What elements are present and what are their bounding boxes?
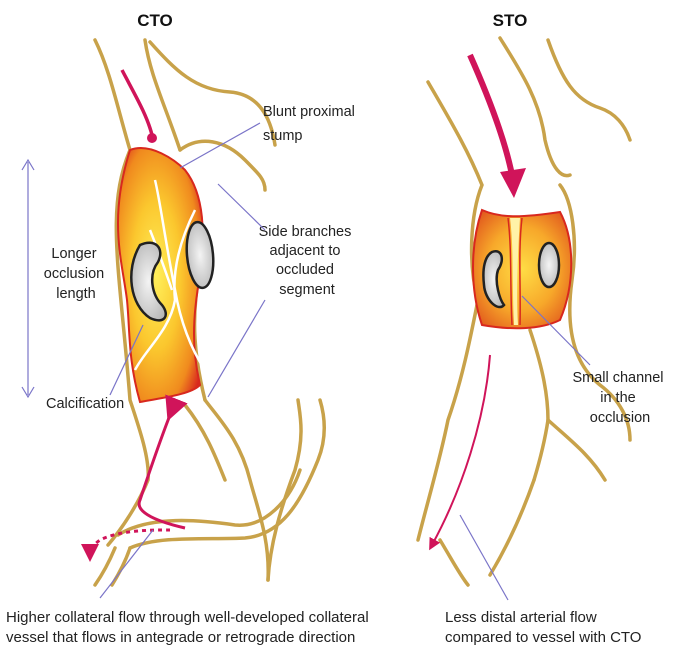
sto-calcification-right bbox=[539, 243, 559, 287]
label-side-branches: Side branches adjacent to occluded segme… bbox=[259, 224, 356, 298]
sto-title: STO bbox=[493, 11, 528, 30]
sto-caption: Less distal arterial flow compared to ve… bbox=[445, 609, 641, 646]
label-calcification: Calcification bbox=[46, 396, 124, 412]
cto-inflow-arrow bbox=[122, 70, 157, 143]
label-small-channel: Small channel in the occlusion bbox=[572, 370, 667, 426]
cto-caption: Higher collateral flow through well-deve… bbox=[6, 609, 373, 646]
pointer-side-branch-lower bbox=[208, 300, 265, 397]
label-longer-occlusion: Longer occlusion length bbox=[44, 246, 108, 302]
cto-collateral-flow-arrows bbox=[90, 410, 185, 553]
cto-title: CTO bbox=[137, 11, 173, 30]
pointer-side-branch-upper bbox=[218, 184, 265, 230]
label-blunt-stump: Blunt proximal stump bbox=[263, 104, 359, 144]
occlusion-length-arrow bbox=[22, 160, 34, 397]
